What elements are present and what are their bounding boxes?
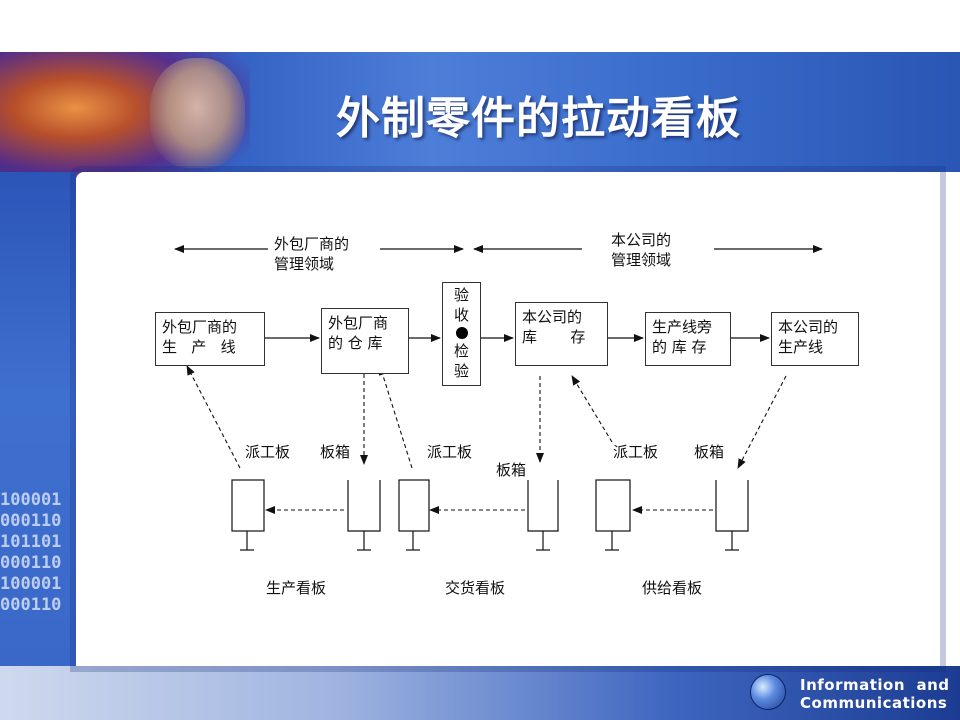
box-company-stock: 本公司的 库 存 bbox=[515, 302, 608, 366]
brand-text: Information and Communications bbox=[800, 676, 950, 712]
header-face-image bbox=[150, 58, 245, 168]
dashed-dispatch-3-up bbox=[571, 375, 613, 443]
tag-bin-3: 板箱 bbox=[690, 442, 729, 462]
kanban-type-supply: 供给看板 bbox=[638, 578, 707, 598]
kanban-type-production: 生产看板 bbox=[262, 578, 331, 598]
box-lineside-stock: 生产线旁 的 库 存 bbox=[645, 312, 731, 366]
box-inspection: 验 收检 验 bbox=[442, 282, 481, 386]
brand-line-2: Communications bbox=[800, 694, 948, 712]
binary-decoration: 100001 000110 101101 000110 100001 00011… bbox=[0, 490, 62, 615]
inspection-top-label: 验 收 bbox=[453, 286, 469, 324]
bin-container-1 bbox=[347, 480, 381, 532]
box-supplier-warehouse: 外包厂商 的 仓 库 bbox=[321, 308, 409, 374]
box-company-line: 本公司的 生产线 bbox=[771, 312, 859, 366]
brand-line-1: Information and bbox=[800, 676, 950, 694]
tag-bin-1: 板箱 bbox=[320, 442, 351, 462]
kanban-type-delivery: 交货看板 bbox=[441, 578, 510, 598]
inspection-bottom-label: 检 验 bbox=[453, 342, 469, 380]
tag-dispatch-1: 派工板 bbox=[242, 442, 294, 462]
kanban-card-2 bbox=[398, 479, 430, 532]
bin-container-2 bbox=[527, 480, 559, 532]
tag-bin-2: 板箱 bbox=[496, 460, 527, 480]
supplier-domain-label: 外包厂商的 管理领域 bbox=[274, 234, 350, 274]
inspection-dot bbox=[455, 327, 468, 339]
globe-icon bbox=[750, 674, 786, 710]
footer-bar bbox=[0, 666, 960, 720]
bin-container-3 bbox=[715, 480, 749, 532]
tag-dispatch-2: 派工板 bbox=[424, 442, 476, 462]
left-decorative-strip bbox=[0, 172, 76, 668]
kanban-cards bbox=[231, 479, 631, 551]
dashed-dispatch-2-up bbox=[378, 365, 413, 469]
box-supplier-line: 外包厂商的 生 产 线 bbox=[155, 312, 265, 366]
dashed-bin-3-down bbox=[737, 375, 787, 469]
company-domain-label: 本公司的 管理领域 bbox=[611, 230, 672, 270]
slide-title: 外制零件的拉动看板 bbox=[336, 93, 741, 144]
tag-dispatch-3: 派工板 bbox=[610, 442, 662, 462]
bin-containers bbox=[347, 480, 749, 551]
dashed-arrows bbox=[186, 365, 787, 514]
dashed-dispatch-1-up bbox=[186, 365, 241, 469]
kanban-card-3 bbox=[595, 479, 631, 532]
kanban-card-1 bbox=[231, 479, 265, 532]
